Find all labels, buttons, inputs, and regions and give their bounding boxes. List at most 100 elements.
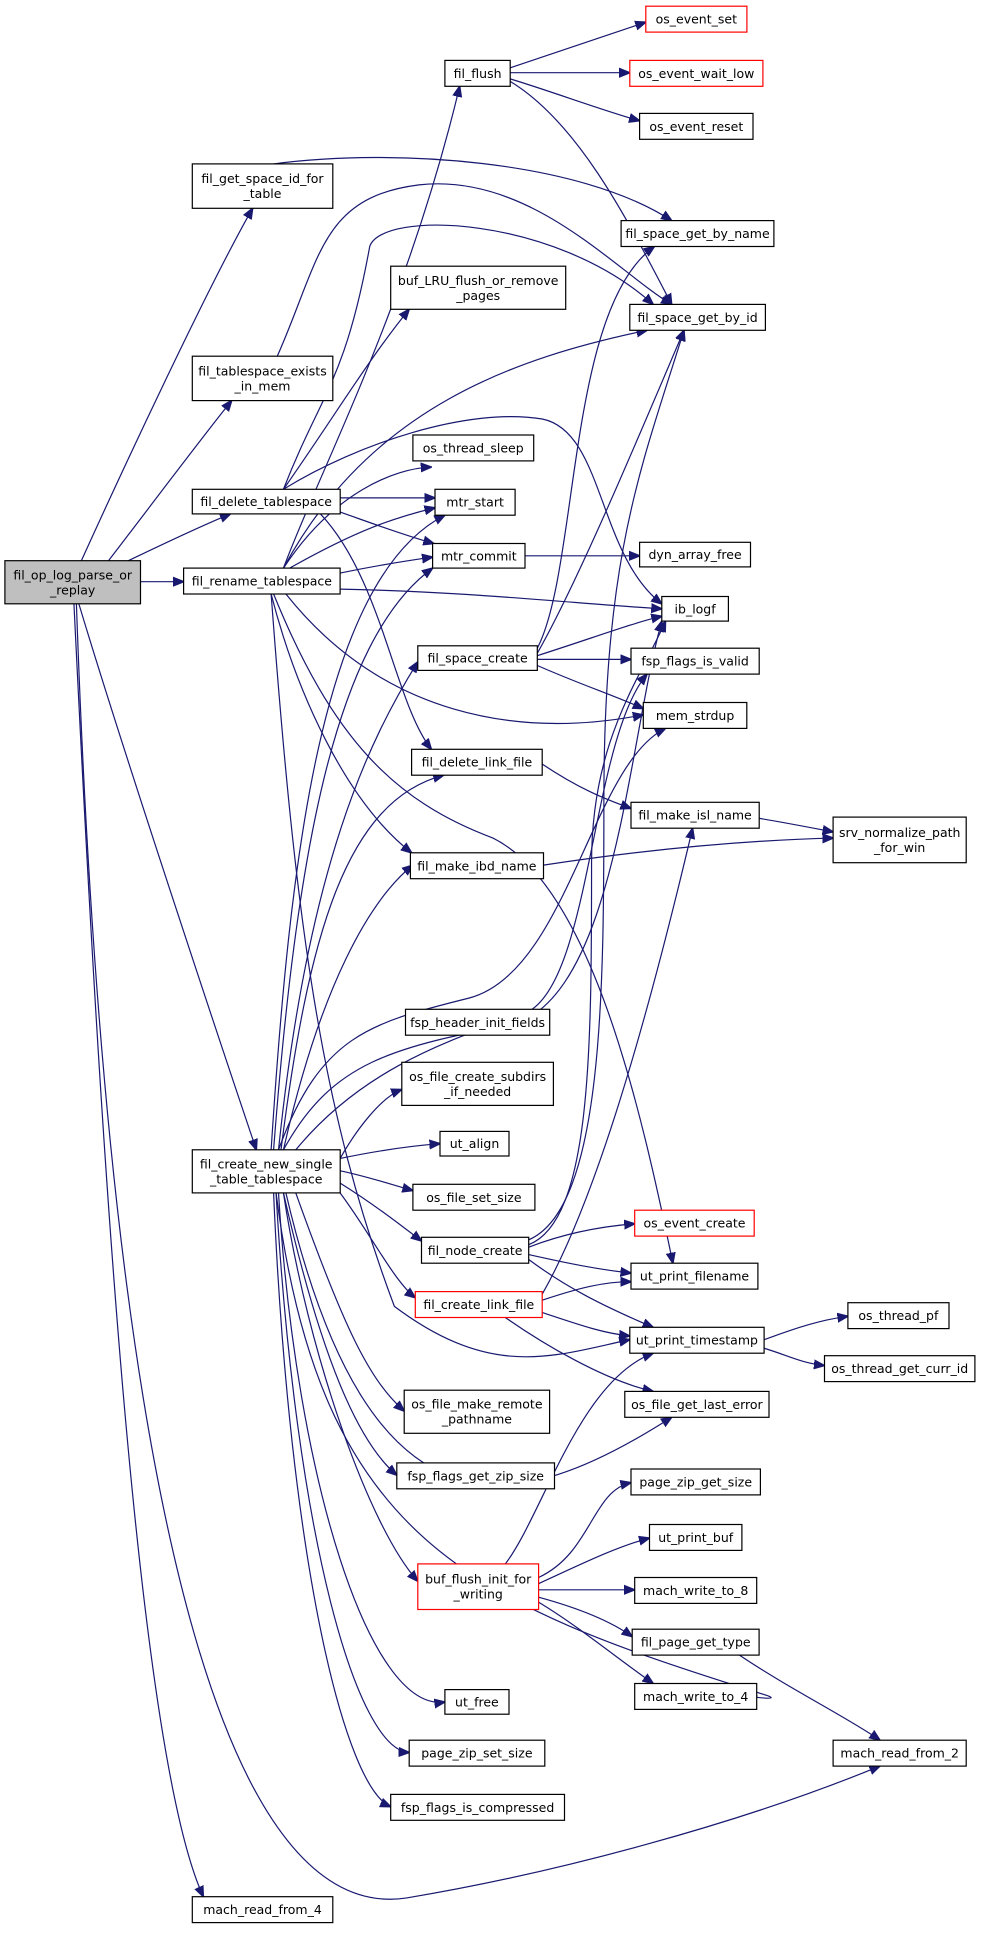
edge-to-mach-write-4	[539, 1602, 654, 1683]
node-os-file-get-last-error[interactable]: os_file_get_last_error	[624, 1390, 770, 1418]
node-fsp-flags-get-zip[interactable]: fsp_flags_get_zip_size	[396, 1462, 556, 1490]
node-mtr-start[interactable]: mtr_start	[434, 488, 516, 516]
node-ts-exists[interactable]: fil_tablespace_exists_in_mem	[191, 355, 334, 402]
node-os-thread-get-curr[interactable]: os_thread_get_curr_id	[823, 1355, 976, 1383]
node-label: fsp_flags_is_compressed	[401, 1800, 554, 1815]
node-mach-write-4[interactable]: mach_write_to_4	[634, 1682, 758, 1710]
node-label: mach_read_from_2	[840, 1746, 959, 1761]
node-ib-logf[interactable]: ib_logf	[661, 595, 729, 622]
edge-to-os-thread-sleep	[283, 467, 431, 568]
node-os-file-create-subdirs[interactable]: os_file_create_subdirs_if_needed	[401, 1061, 554, 1107]
edge-to-ut-print-timestamp	[505, 1353, 653, 1564]
node-box	[396, 1462, 556, 1490]
node-mtr-commit[interactable]: mtr_commit	[432, 542, 526, 569]
node-fil-create-link[interactable]: fil_create_link_file	[414, 1290, 543, 1319]
node-label: fsp_header_init_fields	[410, 1015, 545, 1030]
node-box	[631, 1628, 760, 1656]
node-label: fil_flush	[454, 66, 502, 81]
node-box	[832, 816, 967, 864]
edge-to-fil-space-get-by-id	[537, 330, 684, 653]
node-label: srv_normalize_path	[839, 825, 961, 840]
edge-to-fil-delete-link	[320, 514, 431, 749]
node-buf-lru[interactable]: buf_LRU_flush_or_remove_pages	[390, 265, 567, 310]
node-label: ut_print_buf	[658, 1530, 734, 1545]
node-root[interactable]: fil_op_log_parse_or_replay	[4, 560, 142, 605]
node-box	[629, 303, 766, 331]
node-fil-make-ibd[interactable]: fil_make_ibd_name	[409, 852, 545, 880]
node-fil-space-get-by-id[interactable]: fil_space_get_by_id	[629, 303, 766, 331]
node-os-event-set[interactable]: os_event_set	[645, 5, 748, 33]
node-box	[630, 1468, 761, 1496]
node-buf-flush-init[interactable]: buf_flush_init_for_writing	[417, 1563, 540, 1611]
node-label: _replay	[49, 582, 96, 597]
node-fil-flush[interactable]: fil_flush	[444, 59, 511, 87]
node-label: os_file_make_remote	[411, 1397, 543, 1412]
node-label: buf_flush_init_for	[425, 1572, 532, 1587]
node-os-file-set-size[interactable]: os_file_set_size	[412, 1183, 536, 1211]
edge-to-fsp-flags-is-valid	[296, 674, 647, 1150]
node-box	[412, 434, 535, 462]
node-box	[648, 1523, 743, 1551]
node-label: ut_print_timestamp	[636, 1333, 758, 1348]
node-fil-node-create[interactable]: fil_node_create	[420, 1236, 530, 1264]
node-fsp-flags-is-valid[interactable]: fsp_flags_is_valid	[630, 647, 760, 675]
node-box	[832, 1739, 967, 1767]
edge-to-buf-lru	[283, 309, 409, 489]
edge-to-mach-write-4	[276, 1193, 771, 1698]
node-get-space-id[interactable]: fil_get_space_id_for_table	[191, 163, 334, 209]
node-delete-ts[interactable]: fil_delete_tablespace	[191, 488, 341, 515]
edge-to-create-single	[79, 604, 256, 1150]
edge-to-os-event-reset	[510, 79, 639, 121]
node-box	[411, 748, 543, 776]
node-create-single[interactable]: fil_create_new_single_table_tablespace	[191, 1149, 341, 1194]
node-label: fil_create_link_file	[423, 1297, 534, 1312]
node-ut-print-filename[interactable]: ut_print_filename	[630, 1262, 759, 1290]
node-ut-print-buf[interactable]: ut_print_buf	[648, 1523, 743, 1551]
node-box	[404, 1008, 551, 1036]
node-box	[624, 1390, 770, 1418]
node-label: fil_page_get_type	[641, 1635, 751, 1650]
node-rename-ts[interactable]: fil_rename_tablespace	[183, 567, 341, 595]
node-os-thread-sleep[interactable]: os_thread_sleep	[412, 434, 535, 462]
node-fil-delete-link[interactable]: fil_delete_link_file	[411, 748, 543, 776]
node-dyn-array-free[interactable]: dyn_array_free	[638, 541, 752, 568]
edge-to-fil-make-isl	[542, 828, 692, 1294]
node-os-event-reset[interactable]: os_event_reset	[638, 112, 754, 140]
node-fil-space-get-by-name[interactable]: fil_space_get_by_name	[620, 220, 775, 248]
node-box	[417, 645, 538, 671]
node-mach-write-8[interactable]: mach_write_to_8	[634, 1576, 758, 1604]
node-os-thread-pf[interactable]: os_thread_pf	[847, 1302, 950, 1330]
node-fil-space-create[interactable]: fil_space_create	[417, 645, 538, 671]
edge-to-ut-print-timestamp	[542, 1313, 630, 1336]
node-mach-read-2[interactable]: mach_read_from_2	[832, 1739, 967, 1767]
node-fsp-header-init[interactable]: fsp_header_init_fields	[404, 1008, 551, 1036]
edge-to-mem-strdup	[286, 594, 643, 723]
node-os-event-wait-low[interactable]: os_event_wait_low	[629, 59, 764, 87]
edge-to-os-file-set-size	[340, 1171, 413, 1191]
node-label: os_event_reset	[649, 119, 743, 134]
node-label: mach_read_from_4	[203, 1902, 322, 1917]
node-page-zip-get[interactable]: page_zip_get_size	[630, 1468, 761, 1496]
node-mach-read-4[interactable]: mach_read_from_4	[191, 1896, 334, 1924]
edge-to-fil-delete-link	[281, 775, 444, 1150]
node-fil-page-get-type[interactable]: fil_page_get_type	[631, 1628, 760, 1656]
edge-to-fil-space-create	[279, 662, 418, 1150]
node-box	[191, 163, 334, 209]
node-os-file-make-remote[interactable]: os_file_make_remote_pathname	[403, 1389, 551, 1434]
node-box	[412, 1183, 536, 1211]
node-box	[630, 647, 760, 675]
node-fsp-flags-is-compressed[interactable]: fsp_flags_is_compressed	[390, 1793, 566, 1821]
node-fil-make-isl[interactable]: fil_make_isl_name	[630, 801, 760, 829]
node-mem-strdup[interactable]: mem_strdup	[642, 701, 748, 729]
node-ut-free[interactable]: ut_free	[444, 1688, 510, 1715]
node-label: mach_write_to_8	[643, 1583, 748, 1598]
node-box	[420, 1236, 530, 1264]
edge-to-page-zip-get	[539, 1483, 631, 1578]
node-os-event-create[interactable]: os_event_create	[634, 1209, 755, 1237]
node-page-zip-set[interactable]: page_zip_set_size	[408, 1739, 546, 1767]
node-ut-print-timestamp[interactable]: ut_print_timestamp	[629, 1326, 765, 1354]
node-box	[408, 1739, 546, 1767]
node-srv-normalize[interactable]: srv_normalize_path_for_win	[832, 816, 967, 864]
node-box	[439, 1130, 510, 1157]
node-ut-align[interactable]: ut_align	[439, 1130, 510, 1157]
